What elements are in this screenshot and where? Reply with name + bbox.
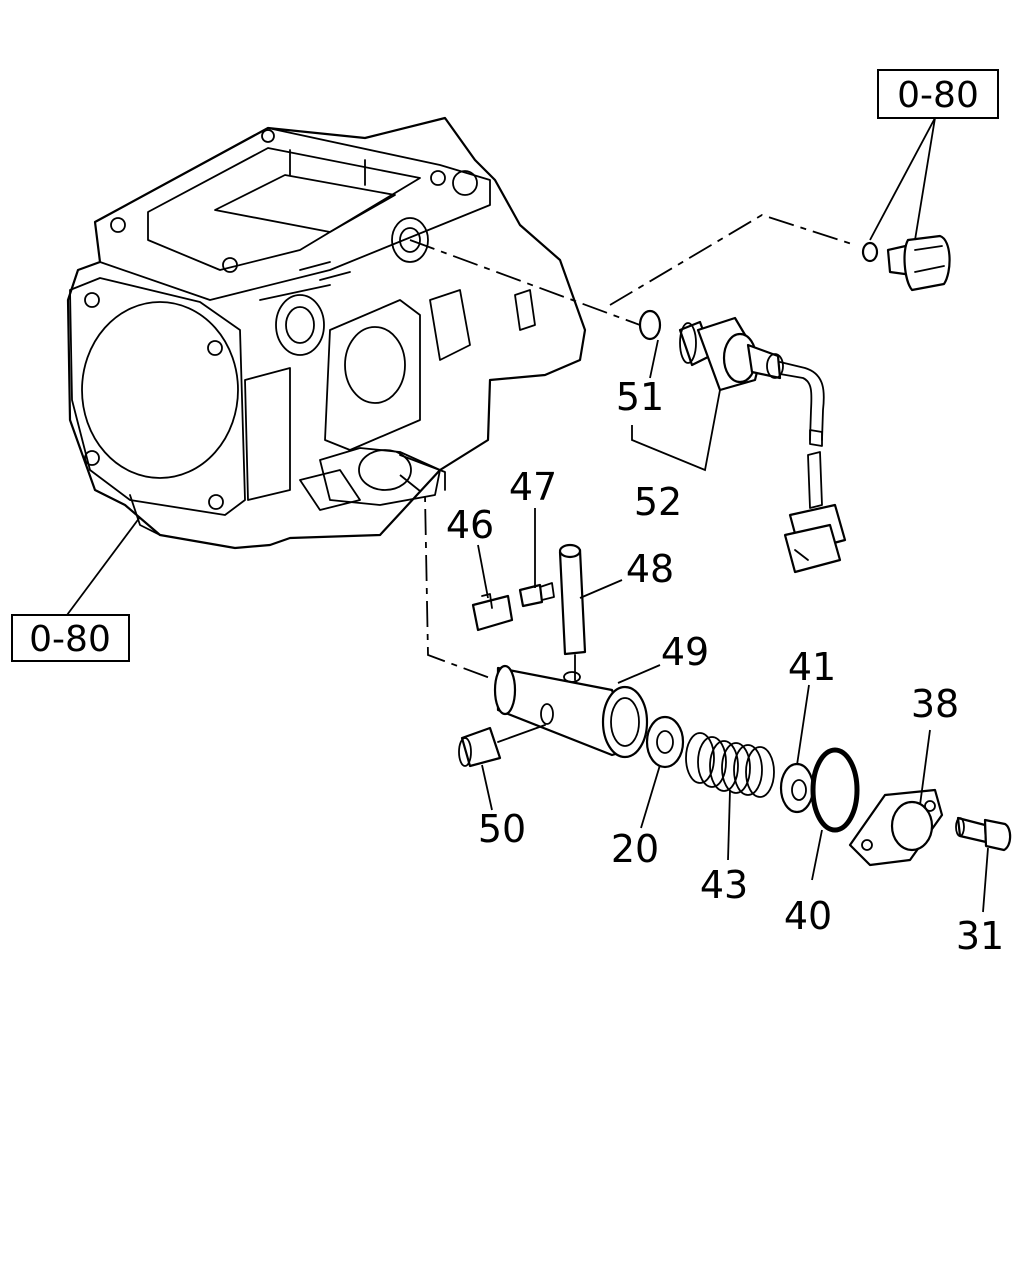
callout-40: 40 — [784, 894, 832, 938]
reference-label-left: 0-80 — [29, 619, 111, 660]
callout-48: 48 — [626, 547, 674, 591]
reference-box-top-right: 0-80 — [877, 69, 999, 119]
callout-31: 31 — [956, 914, 1004, 958]
callout-38: 38 — [911, 682, 959, 726]
callout-52: 52 — [634, 480, 682, 524]
bolt-31 — [955, 816, 1012, 852]
pump-housing — [66, 116, 587, 550]
callout-41: 41 — [788, 645, 836, 689]
callout-20: 20 — [611, 827, 659, 871]
clip-46 — [471, 593, 514, 632]
spring-43 — [685, 732, 775, 798]
plug-50 — [458, 724, 546, 768]
leader-lines — [66, 117, 989, 913]
callout-47: 47 — [509, 465, 557, 509]
washer-20 — [645, 715, 685, 769]
callout-51: 51 — [616, 375, 664, 419]
centerline-bolt — [609, 214, 856, 306]
solenoid-valve — [638, 309, 847, 574]
bolt-top-right — [861, 234, 951, 292]
washer-41 — [779, 762, 815, 814]
o-ring-51 — [638, 309, 662, 341]
o-ring-40 — [810, 747, 860, 833]
screw-47 — [518, 582, 555, 608]
cover-38 — [848, 788, 944, 867]
callout-43: 43 — [700, 863, 748, 907]
callout-49: 49 — [661, 630, 709, 674]
centerline-valve — [399, 474, 491, 679]
reference-label-top-right: 0-80 — [897, 75, 979, 116]
callout-50: 50 — [478, 807, 526, 851]
centerline-solenoid — [409, 239, 641, 326]
reference-box-left: 0-80 — [11, 614, 130, 662]
callout-46: 46 — [446, 503, 494, 547]
pin-48 — [558, 543, 587, 681]
valve-body-49 — [493, 664, 649, 759]
